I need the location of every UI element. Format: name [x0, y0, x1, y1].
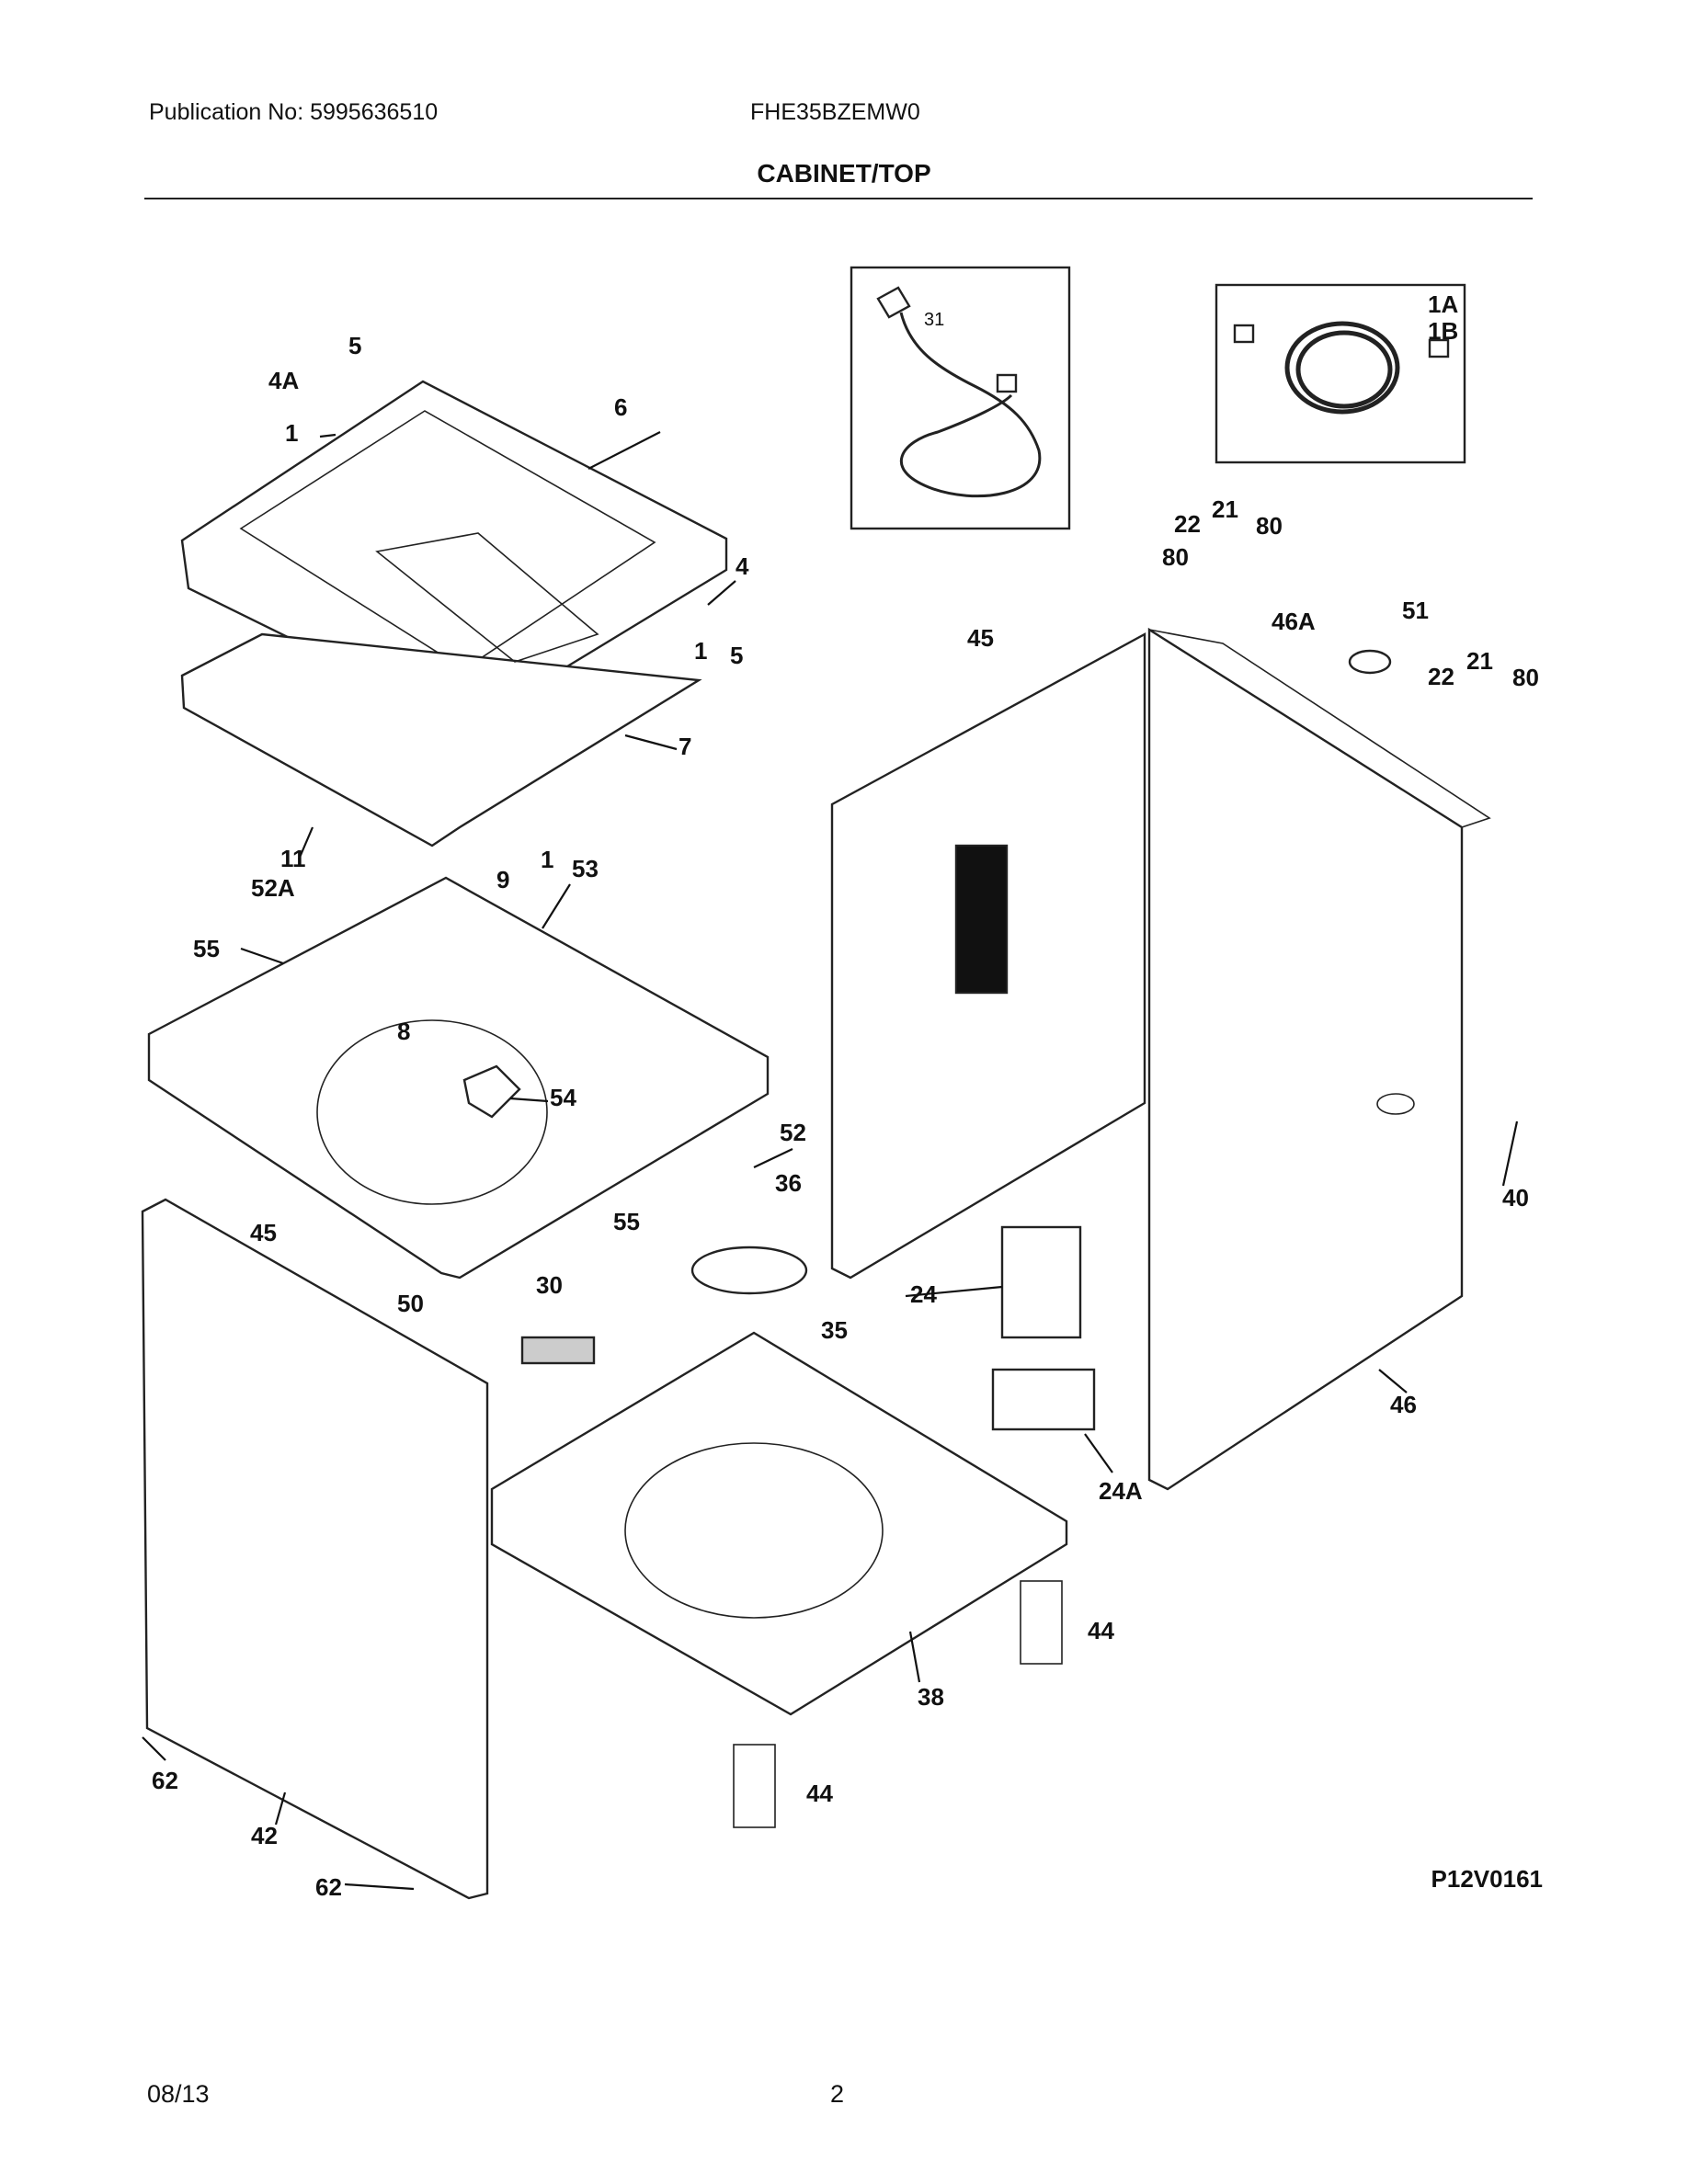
top-panel-tub-opening [316, 1019, 548, 1205]
section-title: CABINET/TOP [757, 159, 931, 188]
callout-52A: 52A [251, 874, 295, 902]
callout-62-left: 62 [152, 1767, 178, 1794]
callout-1-glass: 1 [541, 846, 553, 873]
hose-fitting-right-icon [1428, 338, 1450, 358]
callout-35: 35 [821, 1316, 848, 1344]
base-outline [490, 1331, 1068, 1716]
callout-4: 4 [736, 552, 749, 580]
callout-45-top: 45 [967, 624, 994, 652]
callout-40: 40 [1502, 1184, 1529, 1211]
callout-21-right: 21 [1466, 647, 1493, 675]
front-panel-outline [141, 1198, 489, 1900]
callout-52: 52 [780, 1119, 806, 1146]
lid-glass-outline [180, 632, 702, 847]
side-panel-left-label-area [955, 845, 1008, 994]
callout-1: 1 [285, 419, 298, 447]
callout-50: 50 [397, 1290, 424, 1317]
callout-6: 6 [614, 393, 627, 421]
inset-label-1A: 1A [1428, 290, 1458, 318]
cabinet-back-outline [1147, 627, 1464, 1491]
callout-8: 8 [397, 1018, 410, 1045]
callout-1-lid: 1 [694, 637, 707, 665]
lid-frame-opening [239, 410, 656, 670]
cabinet-top-edge [1148, 629, 1491, 828]
hose-coil-icon [1284, 321, 1400, 415]
model-number: FHE35BZEMW0 [750, 99, 920, 125]
callout-24A: 24A [1099, 1477, 1143, 1505]
lid-glass [180, 532, 702, 847]
cabinet-base [490, 1331, 1068, 1716]
inset-label-1B: 1B [1428, 317, 1458, 345]
clip-ring-part [1376, 1093, 1415, 1115]
board-bracket-part [991, 1368, 1096, 1431]
cabinet-back [1147, 627, 1491, 1491]
callout-labels: 5 4A 1 6 4 1 5 7 11 9 1 53 52A 55 8 54 5… [152, 332, 1539, 1901]
callout-44-lower: 44 [806, 1780, 833, 1807]
leveling-leg-box-2 [733, 1744, 776, 1828]
callout-5: 5 [348, 332, 361, 359]
control-board-part [1000, 1225, 1082, 1339]
callout-55: 55 [193, 935, 220, 962]
callout-53: 53 [572, 855, 599, 882]
callout-21: 21 [1212, 495, 1238, 523]
plug-cap-part [1348, 649, 1392, 675]
callout-11: 11 [280, 845, 306, 872]
front-panel [141, 1198, 489, 1900]
publication-number: Publication No: 5995636510 [149, 99, 439, 125]
footer-page-number: 2 [830, 2080, 845, 2108]
callout-4A: 4A [268, 367, 299, 394]
leader-lines [142, 431, 1519, 1891]
callout-54: 54 [550, 1084, 576, 1111]
callout-5-lid: 5 [730, 642, 743, 669]
inset-label-31: 31 [924, 310, 944, 330]
callout-44-upper: 44 [1088, 1617, 1114, 1644]
hose-coil-inner-icon [1295, 330, 1393, 409]
callout-30: 30 [536, 1271, 563, 1299]
hoses-inset: 1A 1B [1215, 283, 1466, 464]
callout-42: 42 [251, 1822, 278, 1849]
power-cord-inset-frame [850, 266, 1071, 530]
callout-80-right: 80 [1512, 664, 1539, 691]
hoses-inset-frame [1215, 283, 1466, 464]
callout-9: 9 [496, 866, 509, 893]
cabinet-side-panel-left [830, 631, 1146, 1280]
hose-fitting-left-icon [1233, 324, 1255, 344]
plug-icon [876, 286, 911, 319]
callout-62-bottom: 62 [315, 1873, 342, 1901]
figure-id: P12V0161 [1431, 1865, 1543, 1893]
callout-36: 36 [775, 1169, 802, 1197]
leveling-leg-box-1 [1020, 1580, 1063, 1665]
callout-38: 38 [918, 1683, 944, 1711]
cord-clamp-icon [996, 373, 1018, 393]
lid-lock-bracket [462, 1064, 521, 1119]
callout-80: 80 [1256, 512, 1283, 540]
base-center-ring [624, 1442, 884, 1619]
lid-glass-inner [375, 532, 599, 663]
callout-55-lower: 55 [613, 1208, 640, 1235]
footer-date: 08/13 [147, 2080, 210, 2108]
callout-80-left: 80 [1162, 543, 1189, 571]
header-divider [144, 198, 1533, 199]
callout-46A: 46A [1272, 608, 1316, 635]
power-cord-icon [899, 312, 1042, 498]
callout-46: 46 [1390, 1391, 1417, 1418]
power-cord-inset: 31 [850, 266, 1071, 530]
balance-ring-part [690, 1246, 808, 1295]
weight-block-part [520, 1336, 596, 1365]
callout-45-front: 45 [250, 1219, 277, 1246]
callout-22: 22 [1174, 510, 1201, 538]
callout-22-right: 22 [1428, 663, 1454, 690]
callout-7: 7 [679, 733, 691, 760]
top-panel [147, 876, 770, 1280]
callout-51: 51 [1402, 597, 1429, 624]
top-panel-outline [147, 876, 770, 1280]
